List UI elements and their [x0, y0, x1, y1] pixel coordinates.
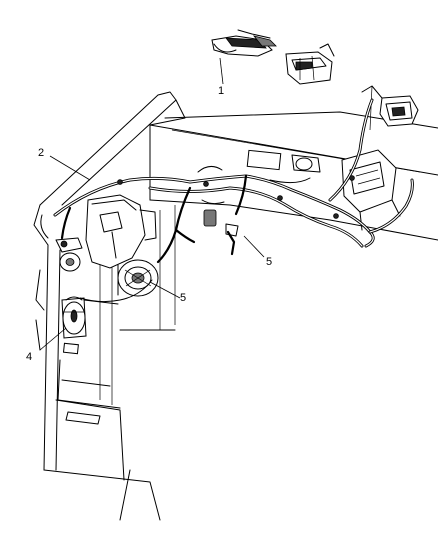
leader-2: [49, 155, 91, 181]
callout-4: 4: [26, 351, 32, 363]
fuse-block: [341, 149, 401, 231]
upper-right-connector: [361, 85, 419, 131]
leader-5-right: [243, 235, 265, 258]
main-wiring-harness: [53, 98, 414, 305]
callout-2: 2: [38, 147, 44, 159]
leader-1: [219, 57, 224, 85]
relay-cluster: [197, 149, 321, 256]
vehicle-body-outline: [33, 91, 438, 521]
washer-reservoir: [85, 194, 157, 269]
callout-leaders: [39, 57, 265, 351]
callout-5-lower: 5: [180, 292, 186, 304]
callout-1: 1: [218, 85, 224, 97]
callout-labels: 1 2 4 5 5: [26, 85, 272, 363]
blower-motor: [117, 259, 159, 297]
leader-4: [39, 327, 67, 351]
callout-5-right: 5: [266, 256, 272, 268]
leader-5-lower: [149, 281, 181, 299]
component-1-connector: [211, 29, 335, 85]
component-4-canister: [61, 296, 87, 339]
left-horn: [55, 237, 83, 272]
